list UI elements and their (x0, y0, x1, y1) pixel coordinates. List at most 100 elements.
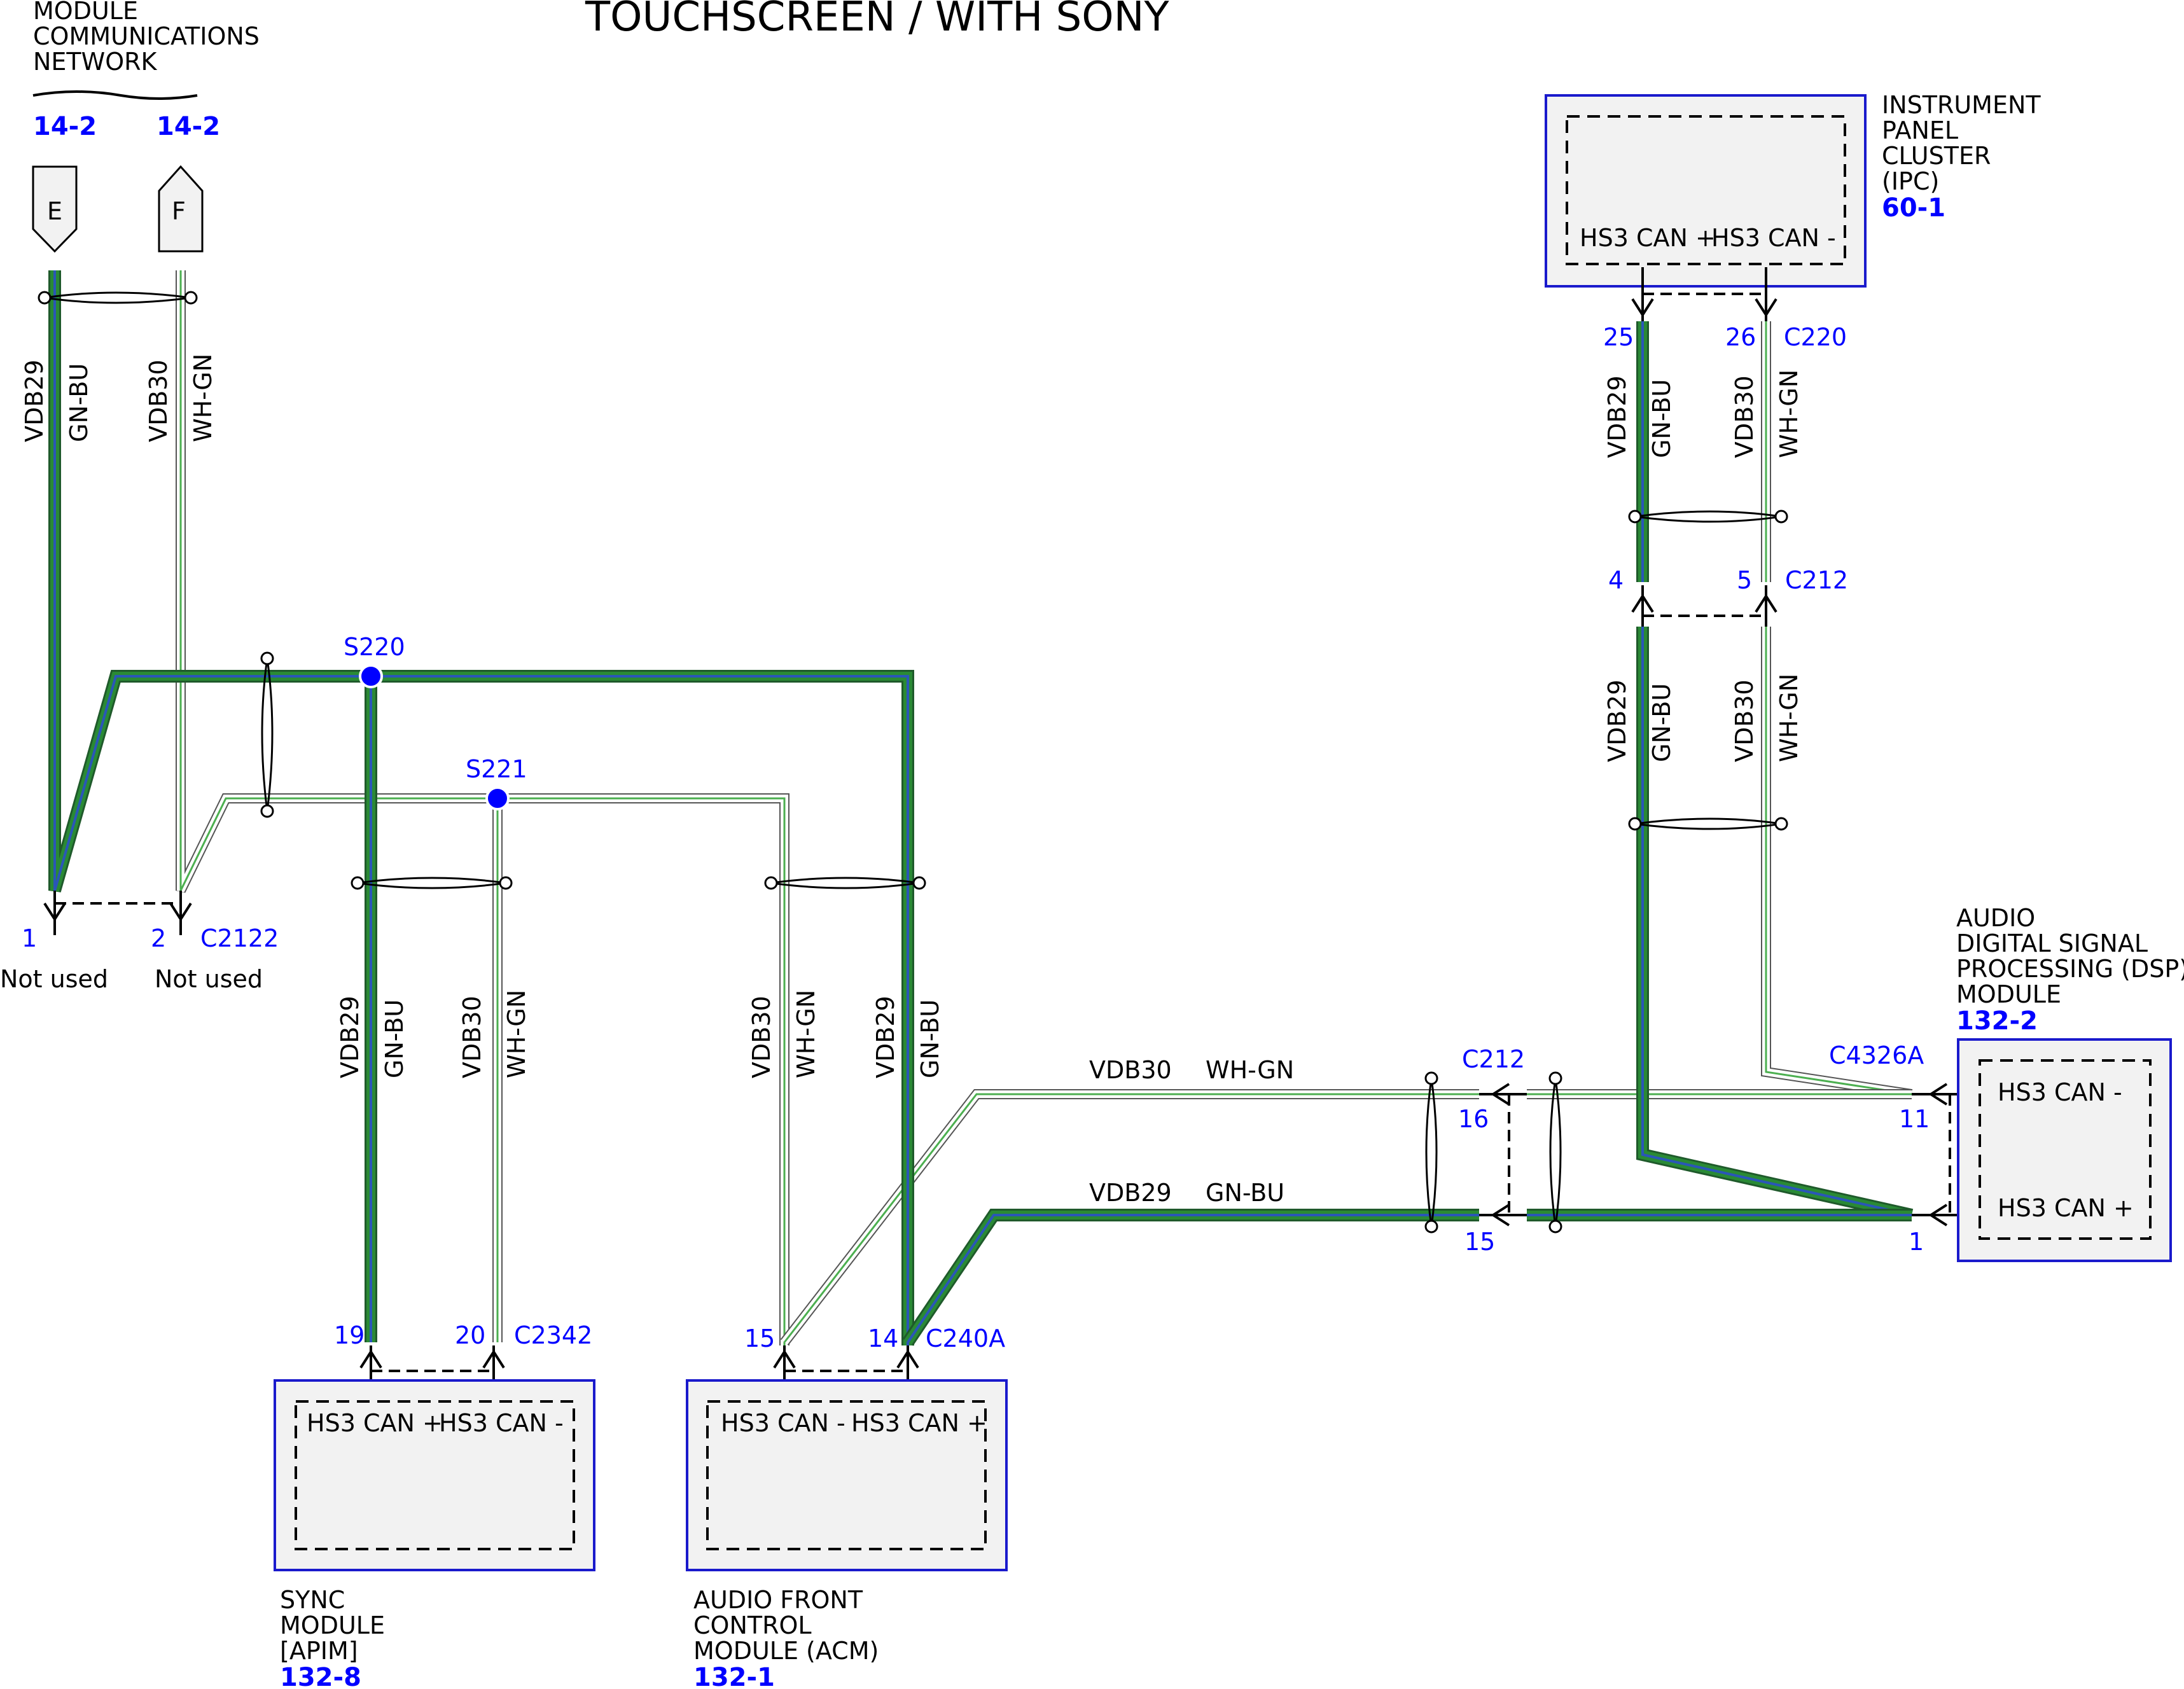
c212-horizontal-pin-15: 15 (1464, 1228, 1495, 1256)
dsp-name-line-3: PROCESSING (DSP) (1956, 955, 2184, 983)
wire-whgn-ipc-to-dsp-stripe (1765, 627, 1912, 1095)
dsp-pin-1: 1 (1909, 1228, 1924, 1256)
c2122-pin-2: 2 (151, 924, 166, 952)
network-label-line-1: MODULE (33, 0, 138, 25)
wire-label-ipc-upper-b-color: WH-GN (1775, 370, 1803, 458)
gnbu-wire-group (48, 270, 1914, 1346)
whgn-wire-group (176, 270, 1913, 1345)
splice-s220[interactable] (359, 664, 383, 688)
splice-s221-label[interactable]: S221 (466, 755, 527, 783)
c212-pin-5-terminal (1755, 585, 1777, 627)
twist-marker-s220-left (260, 651, 274, 818)
network-ref-e[interactable]: 14-2 (33, 112, 97, 141)
ipc-pin-label-b: HS3 CAN - (1711, 224, 1836, 252)
acm-connector-label[interactable]: C240A (926, 1324, 1005, 1352)
c212-pin-15-terminal (1479, 1204, 1527, 1227)
diagram-title: TOUCHSCREEN / WITH SONY (585, 0, 1170, 41)
wire-label-e-color: GN-BU (65, 363, 93, 442)
dsp-ref[interactable]: 132-2 (1956, 1006, 2038, 1036)
ipc-ref[interactable]: 60-1 (1882, 193, 1945, 223)
wire-whgn-f-to-c2122-stripe (179, 270, 786, 1345)
wire-label-horizontal-gnbu-circuit: VDB29 (1089, 1179, 1172, 1207)
c212-horizontal-connector-label[interactable]: C212 (1462, 1045, 1525, 1073)
dsp-pin-label-a: HS3 CAN - (1998, 1078, 2122, 1106)
c2122-pin-2-terminal (169, 891, 192, 935)
sync-ref[interactable]: 132-8 (280, 1663, 361, 1689)
wire-gnbu-e-to-c2122-stripe (53, 270, 909, 1345)
c220-pin-25-terminal (1631, 267, 1654, 321)
wire-label-acm-b-circuit: VDB29 (872, 996, 900, 1078)
c2122-pin-1: 1 (22, 924, 37, 952)
ipc-name-line-2: PANEL (1882, 116, 1958, 144)
dsp-pin-11: 11 (1899, 1105, 1930, 1133)
twist-marker-ipc-lower (1628, 817, 1788, 831)
c212-vertical-pin-5: 5 (1737, 566, 1752, 594)
twist-marker-acm (764, 876, 926, 890)
dsp-module-inner (1979, 1059, 2152, 1240)
wire-label-ipc-upper-b-circuit: VDB30 (1730, 375, 1758, 458)
connector-e-label: E (47, 197, 62, 225)
network-label-line-2: COMMUNICATIONS (33, 22, 260, 50)
wire-label-sync-a-circuit: VDB29 (336, 996, 364, 1078)
wire-gnbu-acm-to-c212-stripe (907, 1214, 1479, 1344)
network-label-line-3: NETWORK (33, 48, 158, 76)
wire-whgn-acm-to-c212-stripe (783, 1093, 1479, 1343)
wire-label-horizontal-whgn-circuit: VDB30 (1089, 1056, 1172, 1084)
c212-pin-16-terminal (1479, 1083, 1527, 1106)
ipc-pin-25: 25 (1603, 323, 1634, 351)
acm-pin-label-a: HS3 CAN - (721, 1409, 845, 1437)
ipc-connector-label[interactable]: C220 (1784, 323, 1847, 351)
wire-gnbu-acm-to-c212-mid (904, 1211, 1479, 1345)
connector-f-label: F (172, 197, 186, 225)
twist-marker-top-left (38, 291, 198, 305)
wire-label-horizontal-whgn-color: WH-GN (1206, 1056, 1294, 1084)
wire-gnbu-acm-to-c212-outer (902, 1209, 1479, 1346)
dsp-connector-label[interactable]: C4326A (1829, 1041, 1924, 1069)
sync-name-line-1: SYNC (280, 1586, 345, 1614)
dsp-name-line-1: AUDIO (1956, 904, 2035, 932)
c2122-note-1: Not used (0, 965, 108, 993)
connector-f-flag (158, 165, 204, 253)
wire-gnbu-ipc-to-dsp-stripe (1641, 627, 1912, 1216)
dsp-name-line-4: MODULE (1956, 980, 2061, 1008)
connector-e-flag (32, 165, 78, 253)
splice-s220-label[interactable]: S220 (344, 633, 405, 661)
wire-label-acm-a-color: WH-GN (792, 990, 820, 1078)
c212-vertical-connector-label[interactable]: C212 (1785, 566, 1848, 594)
wire-label-f-circuit: VDB30 (144, 359, 172, 442)
c212-pin-4-terminal (1631, 585, 1654, 627)
sync-connector-label[interactable]: C2342 (514, 1321, 592, 1349)
twist-marker-sync (351, 876, 513, 890)
sync-module-inner (295, 1400, 575, 1550)
acm-pin-label-b: HS3 CAN + (851, 1409, 987, 1437)
twist-marker-ipc-upper (1628, 510, 1788, 524)
network-ref-f[interactable]: 14-2 (156, 112, 220, 141)
wire-label-e-circuit: VDB29 (20, 359, 48, 442)
sync-name-line-2: MODULE (280, 1611, 385, 1639)
acm-module-inner (706, 1400, 987, 1550)
dsp-pin-label-b: HS3 CAN + (1998, 1194, 2134, 1222)
sync-pin-19: 19 (334, 1321, 365, 1349)
wire-label-acm-b-color: GN-BU (916, 999, 944, 1078)
c212-horizontal-pin-16: 16 (1458, 1105, 1489, 1133)
wire-label-sync-b-color: WH-GN (503, 990, 531, 1078)
twist-marker-horizontal-right (1548, 1071, 1562, 1234)
c2122-pin-1-terminal (43, 891, 66, 935)
wire-label-sync-b-circuit: VDB30 (458, 996, 486, 1078)
splice-s221[interactable] (485, 786, 510, 810)
acm-pin-15: 15 (744, 1324, 775, 1352)
wire-label-horizontal-gnbu-color: GN-BU (1206, 1179, 1284, 1207)
c2122-connector-label[interactable]: C2122 (200, 924, 279, 952)
acm-name-line-2: CONTROL (693, 1611, 812, 1639)
acm-name-line-1: AUDIO FRONT (693, 1586, 863, 1614)
wire-label-ipc-lower-a-circuit: VDB29 (1603, 679, 1631, 762)
wire-label-f-color: WH-GN (189, 354, 217, 442)
ipc-pin-label-a: HS3 CAN + (1580, 224, 1716, 252)
acm-pin-14: 14 (868, 1324, 898, 1352)
sync-pin-label-b: HS3 CAN - (439, 1409, 564, 1437)
acm-ref[interactable]: 132-1 (693, 1663, 775, 1689)
network-brace (32, 90, 198, 100)
sync-pin-label-a: HS3 CAN + (307, 1409, 443, 1437)
c2122-note-2: Not used (155, 965, 263, 993)
